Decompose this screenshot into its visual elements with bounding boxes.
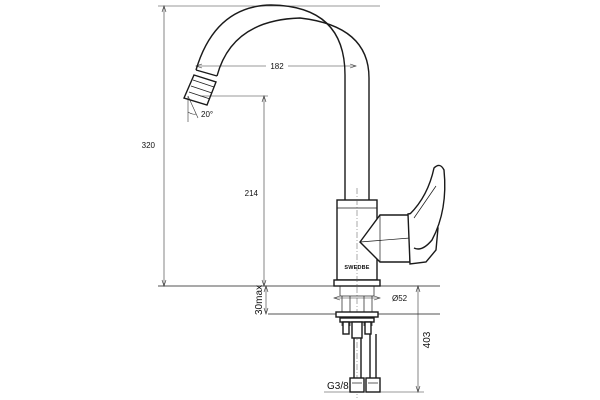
dim-hose-length	[380, 285, 424, 393]
dim-body-diameter	[333, 295, 381, 301]
dim-countertop-thickness	[263, 285, 269, 315]
label-countertop-thickness: 30max	[254, 285, 265, 315]
mounting-assembly	[335, 188, 381, 398]
faucet-spout	[183, 4, 370, 200]
reach-label-bg	[266, 60, 288, 71]
dim-total-height	[158, 5, 380, 287]
label-body-diameter: Ø52	[392, 294, 408, 303]
dim-spout-height	[200, 95, 268, 287]
label-hose-length: 403	[422, 331, 433, 348]
label-connection-thread: G3/8	[327, 381, 349, 392]
label-total-height: 320	[142, 141, 156, 150]
faucet-handle	[359, 164, 446, 265]
label-spout-height: 214	[245, 189, 259, 198]
label-spout-angle: 20°	[201, 110, 213, 119]
label-spout-reach: 182	[270, 62, 284, 71]
